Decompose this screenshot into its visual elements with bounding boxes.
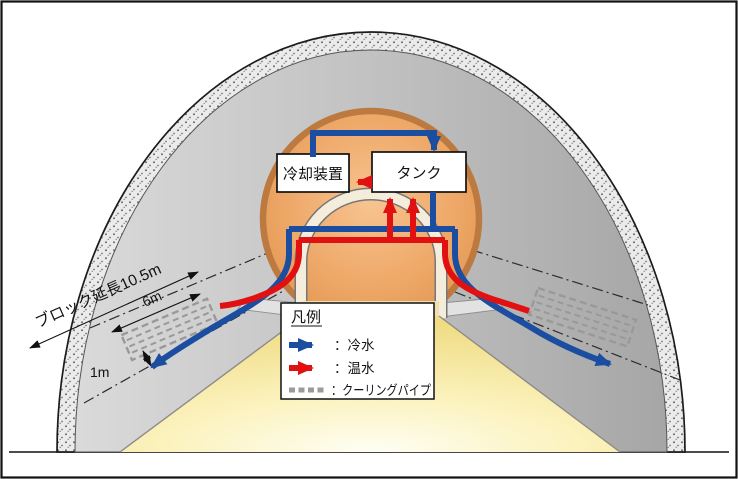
six-m-label: 6m [140,287,164,309]
legend-title: 凡例 [291,309,321,326]
legend-cold-water-label: ：冷水 [334,338,375,353]
left-road-edge [119,315,304,453]
cooling-pipe-line [538,294,632,327]
joint-line-right-lower [454,291,681,381]
warm-water-piping [219,175,530,314]
warm-water-branch-right [442,240,530,314]
cold-water-supply-top [310,130,441,157]
legend-warm-water-label: ：温水 [334,361,375,376]
one-m-dim-line [142,350,152,367]
six-m-dim-line [111,293,201,333]
right-road-edge [438,315,621,453]
tank-label: タンク [396,165,441,182]
cooling-device-box [276,153,350,193]
cold-water-branch-left [150,229,292,370]
joint-line-left-upper [89,251,271,329]
joint-line-right-upper [471,249,649,306]
warm-water-branch-left [219,240,302,309]
cold-water-piping [150,130,612,370]
cold-water-branch-right [452,229,612,367]
cooling-pipe-line [536,301,630,334]
cooling-device-label: 冷却装置 [283,166,343,183]
one-m-label: 1m [90,364,109,380]
tank-box [371,151,467,193]
portal-arch-band [296,189,446,318]
legend-cooling-pipe-label: ：クーリングパイプ [331,383,431,398]
cooling-pipe-line [534,307,627,340]
legend: 凡例 ：冷水 ：温水 ：クーリングパイプ [280,302,435,400]
